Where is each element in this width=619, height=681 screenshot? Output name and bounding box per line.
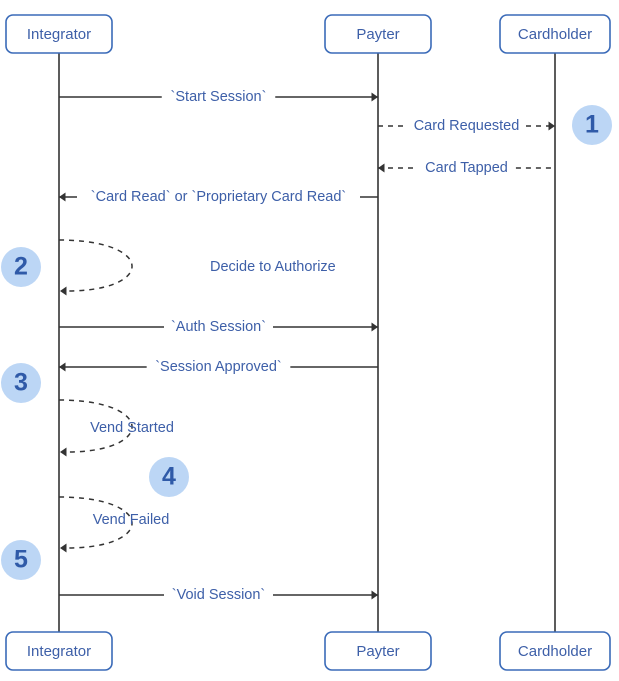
- badge-circle: [1, 540, 41, 580]
- arrowhead: [378, 163, 385, 173]
- arrowhead: [59, 362, 66, 372]
- badge-number: 3: [14, 369, 28, 397]
- actor-box: [5, 14, 113, 54]
- actor-box: [499, 631, 611, 671]
- arrowhead: [371, 92, 378, 102]
- actor-header-payter[interactable]: Payter: [324, 14, 432, 54]
- step-badge-1: 1: [572, 105, 612, 145]
- arrowhead: [60, 286, 67, 296]
- actor-header-cardholder[interactable]: Cardholder: [499, 14, 611, 54]
- actor-footer-integrator[interactable]: Integrator: [5, 631, 113, 671]
- step-badge-3: 3: [1, 363, 41, 403]
- message-session-approved: `Session Approved`: [59, 359, 378, 375]
- actor-label: Cardholder: [518, 26, 592, 43]
- message-vend-started: Vend Started: [58, 399, 174, 457]
- badge-number: 2: [14, 253, 28, 281]
- actor-box: [5, 631, 113, 671]
- arrowhead: [59, 192, 66, 202]
- message-auth-session: `Auth Session`: [59, 319, 378, 335]
- message-card-read: `Card Read` or `Proprietary Card Read`: [59, 189, 378, 205]
- message-label: `Auth Session`: [171, 319, 266, 335]
- arrowhead: [371, 322, 378, 332]
- step-badge-2: 2: [1, 247, 41, 287]
- self-loop-path: [58, 496, 133, 549]
- message-card-tapped: Card Tapped: [378, 160, 555, 176]
- message-label: Card Requested: [414, 118, 520, 134]
- message-vend-failed: Vend Failed: [58, 496, 170, 553]
- step-badges-group: 1 2 3 4 5: [1, 105, 612, 580]
- badge-circle: [572, 105, 612, 145]
- actor-footers-group: Integrator Payter Cardholder: [5, 631, 611, 671]
- badge-number: 4: [162, 463, 176, 491]
- arrowhead: [548, 121, 555, 131]
- actor-header-integrator[interactable]: Integrator: [5, 14, 113, 54]
- message-label: Vend Started: [90, 420, 174, 436]
- arrowhead: [371, 590, 378, 600]
- actor-headers-group: Integrator Payter Cardholder: [5, 14, 611, 54]
- actor-box: [324, 631, 432, 671]
- self-loop-path: [58, 239, 133, 292]
- badge-circle: [1, 247, 41, 287]
- message-void-session: `Void Session`: [59, 587, 378, 603]
- step-badge-4: 4: [149, 457, 189, 497]
- message-label: Card Tapped: [425, 160, 508, 176]
- message-start-session: `Start Session`: [59, 89, 378, 105]
- message-label: Vend Failed: [93, 512, 170, 528]
- badge-circle: [149, 457, 189, 497]
- message-card-requested: Card Requested: [378, 118, 555, 134]
- actor-label: Integrator: [27, 643, 91, 660]
- actor-box: [324, 14, 432, 54]
- message-label: `Session Approved`: [155, 359, 282, 375]
- self-loop-path: [58, 399, 133, 453]
- arrowhead: [60, 543, 67, 553]
- actor-label: Payter: [356, 643, 399, 660]
- actor-footer-cardholder[interactable]: Cardholder: [499, 631, 611, 671]
- actor-footer-payter[interactable]: Payter: [324, 631, 432, 671]
- actor-label: Integrator: [27, 26, 91, 43]
- message-label: `Start Session`: [171, 89, 267, 105]
- actor-label: Cardholder: [518, 643, 592, 660]
- message-label: `Card Read` or `Proprietary Card Read`: [91, 189, 346, 205]
- message-decide-to-authorize: Decide to Authorize: [58, 239, 336, 296]
- actor-box: [499, 14, 611, 54]
- badge-circle: [1, 363, 41, 403]
- actor-label: Payter: [356, 26, 399, 43]
- message-label: `Void Session`: [172, 587, 266, 603]
- message-label: Decide to Authorize: [210, 259, 336, 275]
- step-badge-5: 5: [1, 540, 41, 580]
- badge-number: 5: [14, 546, 28, 574]
- arrowhead: [60, 447, 67, 457]
- lifelines-group: [58, 53, 556, 632]
- badge-number: 1: [585, 111, 599, 139]
